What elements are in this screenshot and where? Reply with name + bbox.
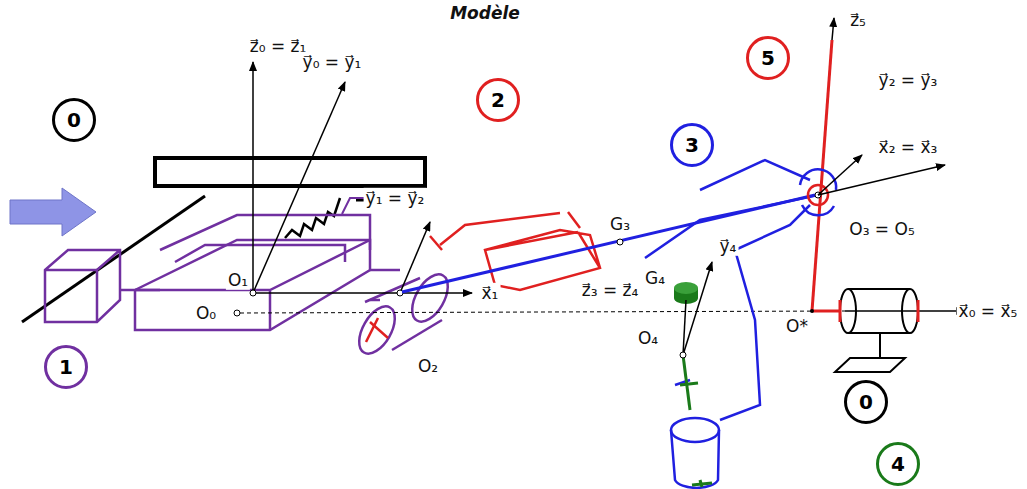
axis-label: O₁ bbox=[226, 270, 250, 290]
axis-label: O* bbox=[784, 316, 810, 336]
axis-label: O₀ bbox=[194, 303, 218, 323]
axis-label: O₄ bbox=[636, 328, 660, 348]
axis-label: O₃ = O₅ bbox=[847, 219, 916, 239]
part-number-circle: 1 bbox=[44, 345, 88, 389]
part-number: 5 bbox=[761, 48, 775, 68]
part-number-circle: 0 bbox=[844, 380, 888, 424]
axis-label: z⃗₅ bbox=[848, 10, 868, 30]
axis-label: G₄ bbox=[643, 268, 667, 288]
axis-label: y⃗₄ bbox=[718, 236, 739, 256]
axis-label: x⃗₁ bbox=[480, 283, 501, 303]
axis-label: G₃ bbox=[608, 214, 632, 234]
axis-label: z⃗₃ = z⃗₄ bbox=[580, 280, 641, 300]
part-number-circle: 3 bbox=[670, 123, 714, 167]
part-number: 0 bbox=[859, 392, 873, 412]
part-number: 0 bbox=[67, 110, 81, 130]
axis-label: z⃗₀ = z⃗₁ bbox=[248, 36, 309, 56]
part-number-circle: 4 bbox=[876, 442, 920, 486]
part-number-circle: 0 bbox=[52, 98, 96, 142]
axis-label: x⃗₀ = x⃗₅ bbox=[957, 301, 1020, 321]
axis-label: y⃗₁ = y⃗₂ bbox=[364, 188, 427, 208]
diagram-title: Modèle bbox=[450, 3, 520, 23]
part-number: 4 bbox=[891, 454, 905, 474]
part-number-circle: 5 bbox=[746, 36, 790, 80]
axis-label: y⃗₂ = y⃗₃ bbox=[877, 70, 940, 90]
axis-label: x⃗₂ = x⃗₃ bbox=[877, 137, 940, 157]
part-number-circle: 2 bbox=[476, 78, 520, 122]
part-number: 2 bbox=[491, 90, 505, 110]
axis-label: y⃗₀ = y⃗₁ bbox=[301, 52, 364, 72]
axis-label: O₂ bbox=[416, 356, 440, 376]
part-number: 3 bbox=[685, 135, 699, 155]
part-number: 1 bbox=[59, 357, 73, 377]
